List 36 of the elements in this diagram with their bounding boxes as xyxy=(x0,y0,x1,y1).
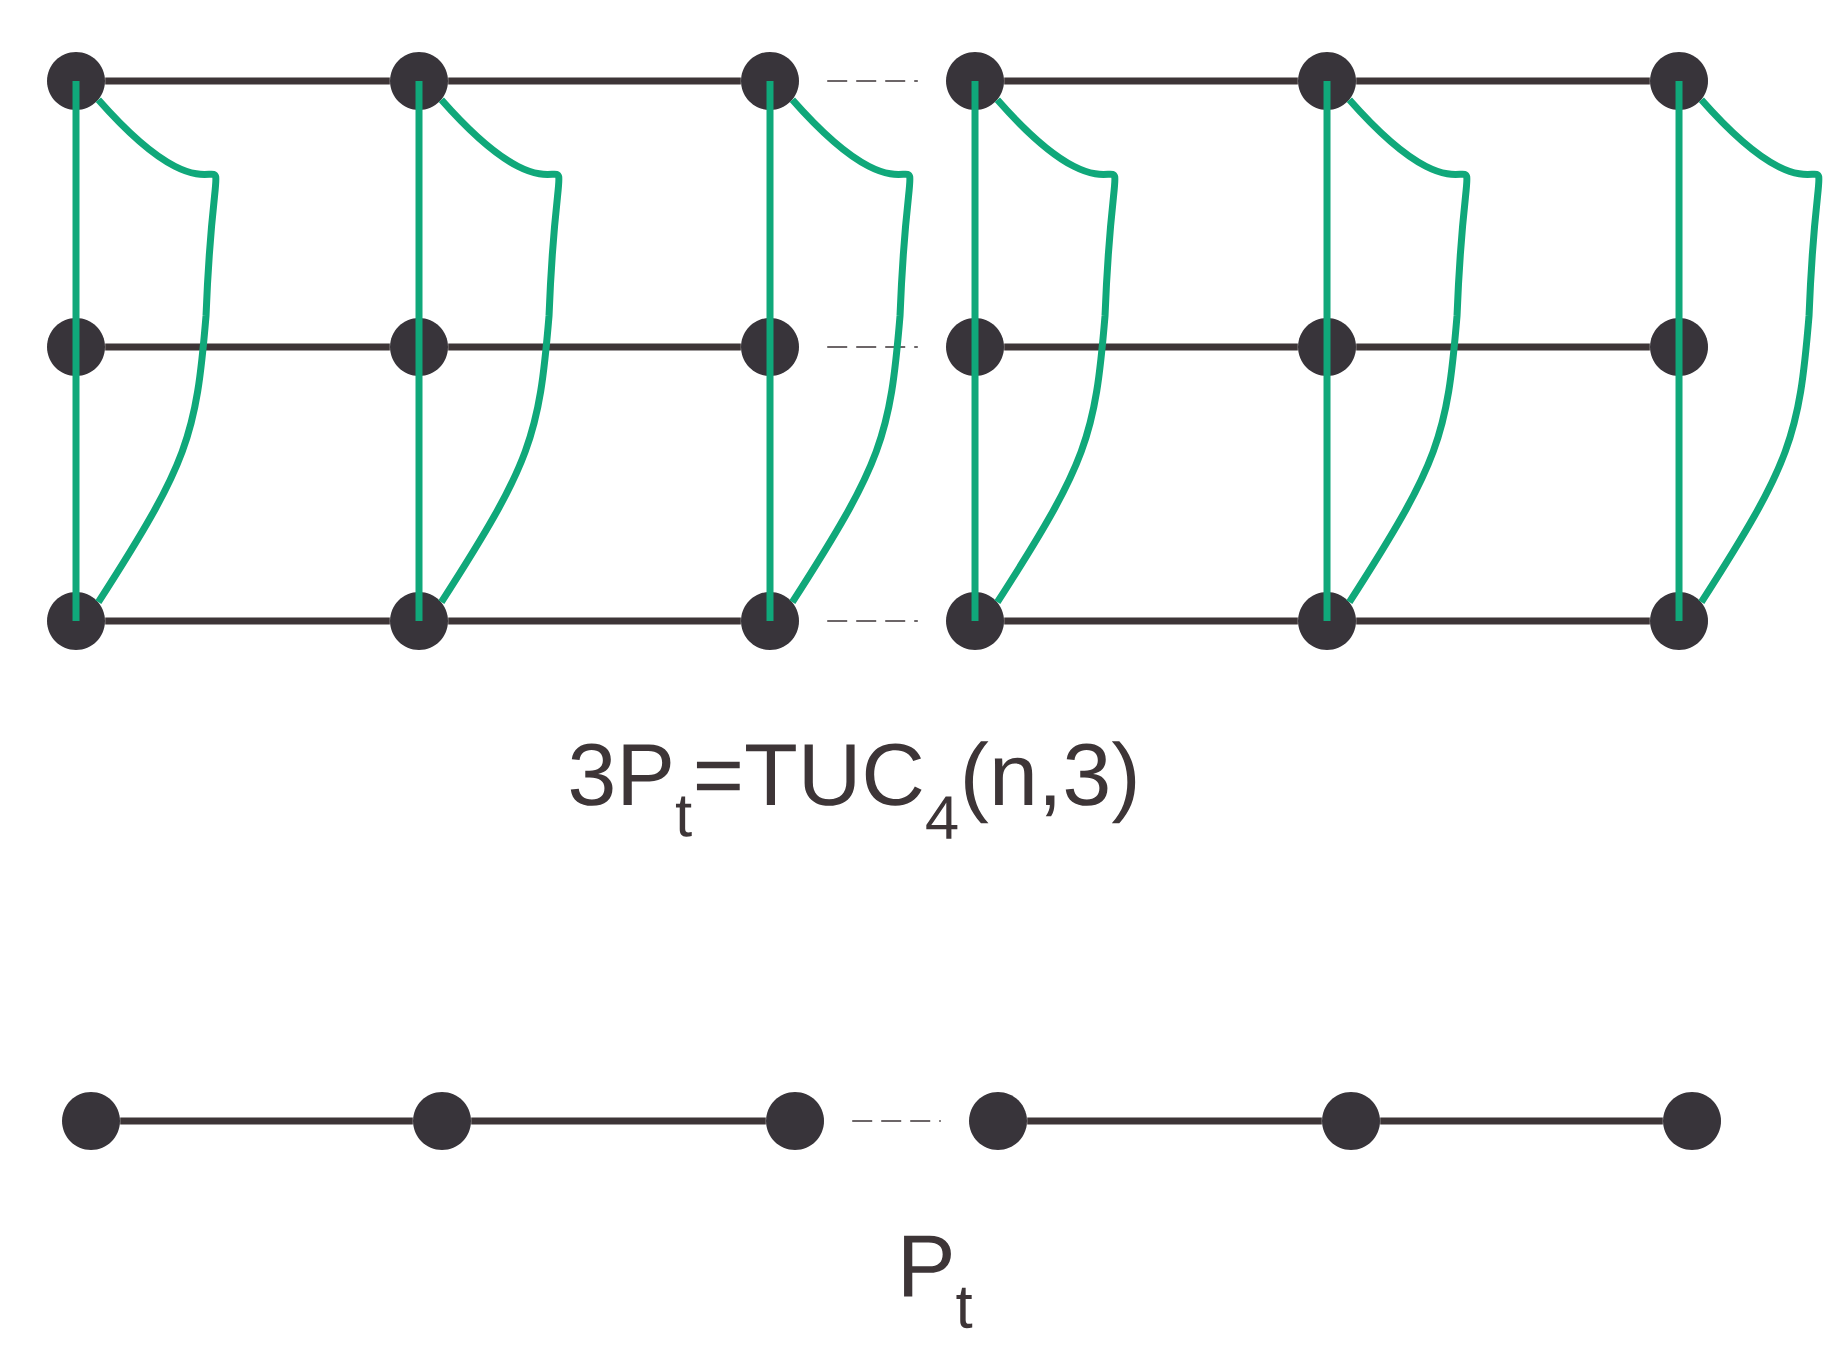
graph-vertex xyxy=(1298,592,1356,650)
graph-vertex xyxy=(1663,1092,1721,1150)
graph-vertex xyxy=(62,1092,120,1150)
graph-vertex xyxy=(390,318,448,376)
graph-vertex xyxy=(969,1092,1027,1150)
graph-vertex xyxy=(1650,318,1708,376)
graph-vertex xyxy=(47,592,105,650)
graph-vertex xyxy=(390,592,448,650)
graph-vertex xyxy=(413,1092,471,1150)
graph-name: P$_{t}$ xyxy=(904,1235,973,1329)
graph-vertex xyxy=(946,52,1004,110)
graph-vertex xyxy=(946,318,1004,376)
graph-vertex xyxy=(741,592,799,650)
graph-vertex xyxy=(47,52,105,110)
graph-edge xyxy=(826,346,919,348)
graph-edge xyxy=(789,97,914,605)
graph-edge xyxy=(851,1120,942,1122)
graph-vertex xyxy=(390,52,448,110)
graph-edge xyxy=(1346,97,1471,605)
graph-edge xyxy=(95,97,220,605)
graph-vertex xyxy=(1322,1092,1380,1150)
graph-edge xyxy=(826,620,919,622)
graph-vertex xyxy=(1650,592,1708,650)
graph-edge xyxy=(1698,97,1823,605)
graph-vertex xyxy=(47,318,105,376)
graph-vertex xyxy=(766,1092,824,1150)
graph-vertex xyxy=(741,52,799,110)
graph-vertex xyxy=(1298,318,1356,376)
graph-vertex xyxy=(946,592,1004,650)
graph-edge xyxy=(994,97,1119,605)
graph-vertex xyxy=(741,318,799,376)
graph-edge xyxy=(826,80,919,82)
graph-name: 3P$_{t}$=TUC$_{4}$(n,3) xyxy=(570,741,1136,839)
graph-vertex xyxy=(1298,52,1356,110)
graph-vertex xyxy=(1650,52,1708,110)
graph-edge xyxy=(438,97,563,605)
